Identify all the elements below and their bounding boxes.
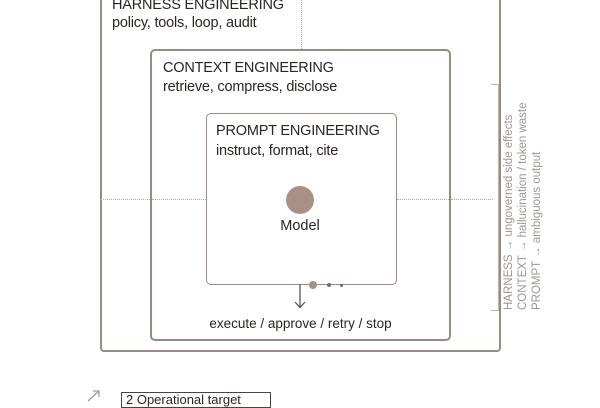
loop-label: execute / approve / retry / stop xyxy=(209,316,392,331)
risk-bracket xyxy=(491,84,499,311)
risk-annotations: HARNESS → ungoverned side effects CONTEX… xyxy=(502,102,544,310)
arrow-up-right-icon xyxy=(87,390,100,402)
model-label: Model xyxy=(280,218,320,234)
legend-box: 2 Operational target xyxy=(121,392,271,408)
loop-dot-small xyxy=(340,284,343,287)
down-arrow-icon xyxy=(294,284,306,309)
context-title: CONTEXT ENGINEERING xyxy=(163,60,334,76)
risk-prompt: PROMPT → ambiguous output xyxy=(531,151,543,310)
context-guide-left xyxy=(152,199,206,200)
loop-dot-medium xyxy=(327,283,331,287)
risk-harness: HARNESS → ungoverned side effects xyxy=(503,114,515,310)
context-subtitle: retrieve, compress, disclose xyxy=(163,79,338,95)
vertical-guide-top xyxy=(301,0,302,49)
risk-context: CONTEXT → hallucination / token waste xyxy=(517,102,529,310)
horizontal-guide-right xyxy=(451,199,493,200)
prompt-title: PROMPT ENGINEERING xyxy=(216,123,380,139)
prompt-subtitle: instruct, format, cite xyxy=(216,143,339,159)
horizontal-guide-left xyxy=(100,199,150,200)
context-guide-right xyxy=(397,199,449,200)
harness-subtitle: policy, tools, loop, audit xyxy=(112,15,257,31)
harness-title: HARNESS ENGINEERING xyxy=(112,0,284,13)
model-node xyxy=(286,186,314,214)
loop-dot-large xyxy=(309,281,317,289)
